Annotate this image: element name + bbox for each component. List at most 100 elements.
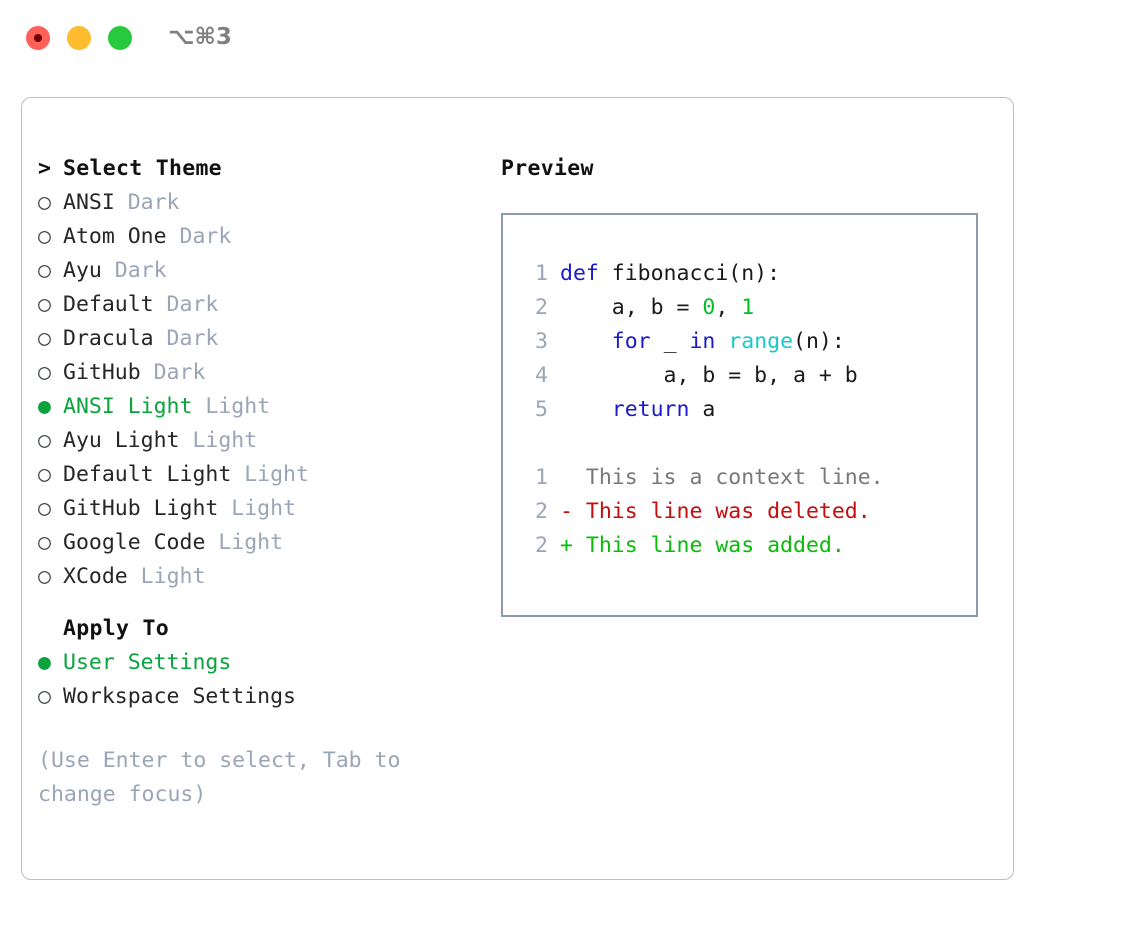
apply-to-list: ● User Settings ○ Workspace Settings: [38, 646, 478, 714]
diff-line-number: 2: [535, 533, 548, 558]
line-number: 1: [535, 261, 548, 286]
section-spacer: [38, 594, 478, 612]
radio-unselected-icon[interactable]: ○: [38, 360, 51, 385]
radio-unselected-icon[interactable]: ○: [38, 684, 51, 709]
apply-to-item[interactable]: ○ Workspace Settings: [38, 680, 478, 714]
diff-line-content: This is a context line.: [560, 465, 884, 490]
prompt-caret-icon: >: [38, 156, 52, 181]
main-panel: >Select Theme ○ANSI Dark○Atom One Dark○A…: [21, 97, 1014, 880]
diff-text: This line was deleted.: [572, 499, 871, 524]
line-number: 5: [535, 397, 548, 422]
apply-to-indent: [38, 612, 63, 646]
code-token-plain: _: [650, 329, 690, 354]
diff-line: 1 This is a context line.: [503, 461, 976, 495]
hint-spacer: [38, 714, 478, 744]
theme-item-name: GitHub Light: [63, 496, 219, 521]
theme-item-name: ANSI: [63, 190, 115, 215]
radio-selected-icon[interactable]: ●: [38, 394, 51, 419]
radio-unselected-icon[interactable]: ○: [38, 326, 51, 351]
traffic-lights: [26, 26, 132, 50]
code-token-plain: fibonacci(n):: [611, 261, 781, 286]
radio-unselected-icon[interactable]: ○: [38, 428, 51, 453]
radio-unselected-icon[interactable]: ○: [38, 462, 51, 487]
radio-unselected-icon[interactable]: ○: [38, 190, 51, 215]
code-line: 5 return a: [503, 393, 976, 427]
code-token-keyword: return: [611, 397, 690, 422]
radio-unselected-icon[interactable]: ○: [38, 224, 51, 249]
theme-item[interactable]: ● ANSI Light Light: [38, 390, 478, 424]
keyboard-hint: (Use Enter to select, Tab to change focu…: [38, 748, 414, 807]
code-line: 3 for _ in range(n):: [503, 325, 976, 359]
radio-unselected-icon[interactable]: ○: [38, 496, 51, 521]
radio-unselected-icon[interactable]: ○: [38, 564, 51, 589]
theme-item[interactable]: ○XCode Light: [38, 560, 478, 594]
apply-to-item-label: Workspace Settings: [63, 684, 296, 709]
theme-item[interactable]: ○ ANSI Dark: [38, 186, 478, 220]
radio-unselected-icon[interactable]: ○: [38, 530, 51, 555]
theme-item-badge: Dark: [153, 326, 219, 351]
code-token-keyword: in: [689, 329, 716, 354]
code-line-content: def fibonacci(n):: [560, 261, 780, 286]
radio-selected-icon[interactable]: ●: [38, 650, 51, 675]
diff-line: 2- This line was deleted.: [503, 495, 976, 529]
diff-sign: +: [560, 533, 573, 558]
code-line-content: for _ in range(n):: [560, 329, 845, 354]
title-bar: ⌥⌘3: [0, 0, 1140, 78]
minimize-button[interactable]: [67, 26, 91, 50]
theme-item[interactable]: ○GitHub Dark: [38, 356, 478, 390]
theme-item-name: Ayu Light: [63, 428, 180, 453]
theme-item-badge: Dark: [114, 190, 180, 215]
theme-item[interactable]: ○ Ayu Dark: [38, 254, 478, 288]
theme-list: ○ANSI Dark○Atom One Dark○Ayu Dark○Defaul…: [38, 186, 478, 594]
theme-item[interactable]: ○Atom One Dark: [38, 220, 478, 254]
theme-item[interactable]: ○ Ayu Light Light: [38, 424, 478, 458]
apply-to-item[interactable]: ● User Settings: [38, 646, 478, 680]
theme-item-name: Dracula: [63, 326, 154, 351]
line-number: 3: [535, 329, 548, 354]
zoom-button[interactable]: [108, 26, 132, 50]
diff-sample: 1 This is a context line.2- This line wa…: [503, 461, 976, 563]
code-diff-separator: [503, 427, 976, 461]
theme-item-badge: Light: [179, 428, 258, 453]
theme-item[interactable]: ○Google Code Light: [38, 526, 478, 560]
theme-item-name: ANSI Light: [63, 394, 193, 419]
code-token-plain: a: [689, 397, 716, 422]
radio-unselected-icon[interactable]: ○: [38, 258, 51, 283]
preview-title: Preview: [501, 156, 594, 181]
code-token-plain: a, b =: [560, 295, 703, 320]
theme-picker: >Select Theme ○ANSI Dark○Atom One Dark○A…: [38, 152, 478, 812]
apply-to-heading: Apply To: [38, 612, 478, 646]
diff-line-content: + This line was added.: [560, 533, 845, 558]
theme-item-badge: Dark: [101, 258, 167, 283]
theme-item[interactable]: ○Default Light Light: [38, 458, 478, 492]
code-token-plain: [560, 329, 612, 354]
code-token-keyword: for: [611, 329, 651, 354]
code-line: 4 a, b = b, a + b: [503, 359, 976, 393]
radio-unselected-icon[interactable]: ○: [38, 292, 51, 317]
diff-line: 2 + This line was added.: [503, 529, 976, 563]
theme-item-badge: Light: [192, 394, 271, 419]
diff-text: This is a context line.: [572, 465, 884, 490]
theme-item[interactable]: ○ Dracula Dark: [38, 322, 478, 356]
theme-item-name: Ayu: [63, 258, 102, 283]
code-token-plain: [715, 329, 728, 354]
diff-sign: [560, 465, 573, 490]
apply-to-heading-label: Apply To: [63, 616, 169, 641]
close-button[interactable]: [26, 26, 50, 50]
code-line-content: a, b = b, a + b: [560, 363, 858, 388]
code-token-number: 1: [741, 295, 755, 320]
code-token-plain: [560, 397, 612, 422]
theme-item-name: XCode: [63, 564, 128, 589]
theme-item-name: GitHub: [63, 360, 141, 385]
code-token-plain: (n):: [793, 329, 845, 354]
theme-item[interactable]: ○Default Dark: [38, 288, 478, 322]
theme-item-name: Google Code: [63, 530, 206, 555]
theme-item[interactable]: ○GitHub Light Light: [38, 492, 478, 526]
apply-to-item-label: User Settings: [63, 650, 232, 675]
diff-line-number: 1: [535, 465, 548, 490]
code-token-number: 0: [702, 295, 716, 320]
theme-item-name: Default: [63, 292, 154, 317]
